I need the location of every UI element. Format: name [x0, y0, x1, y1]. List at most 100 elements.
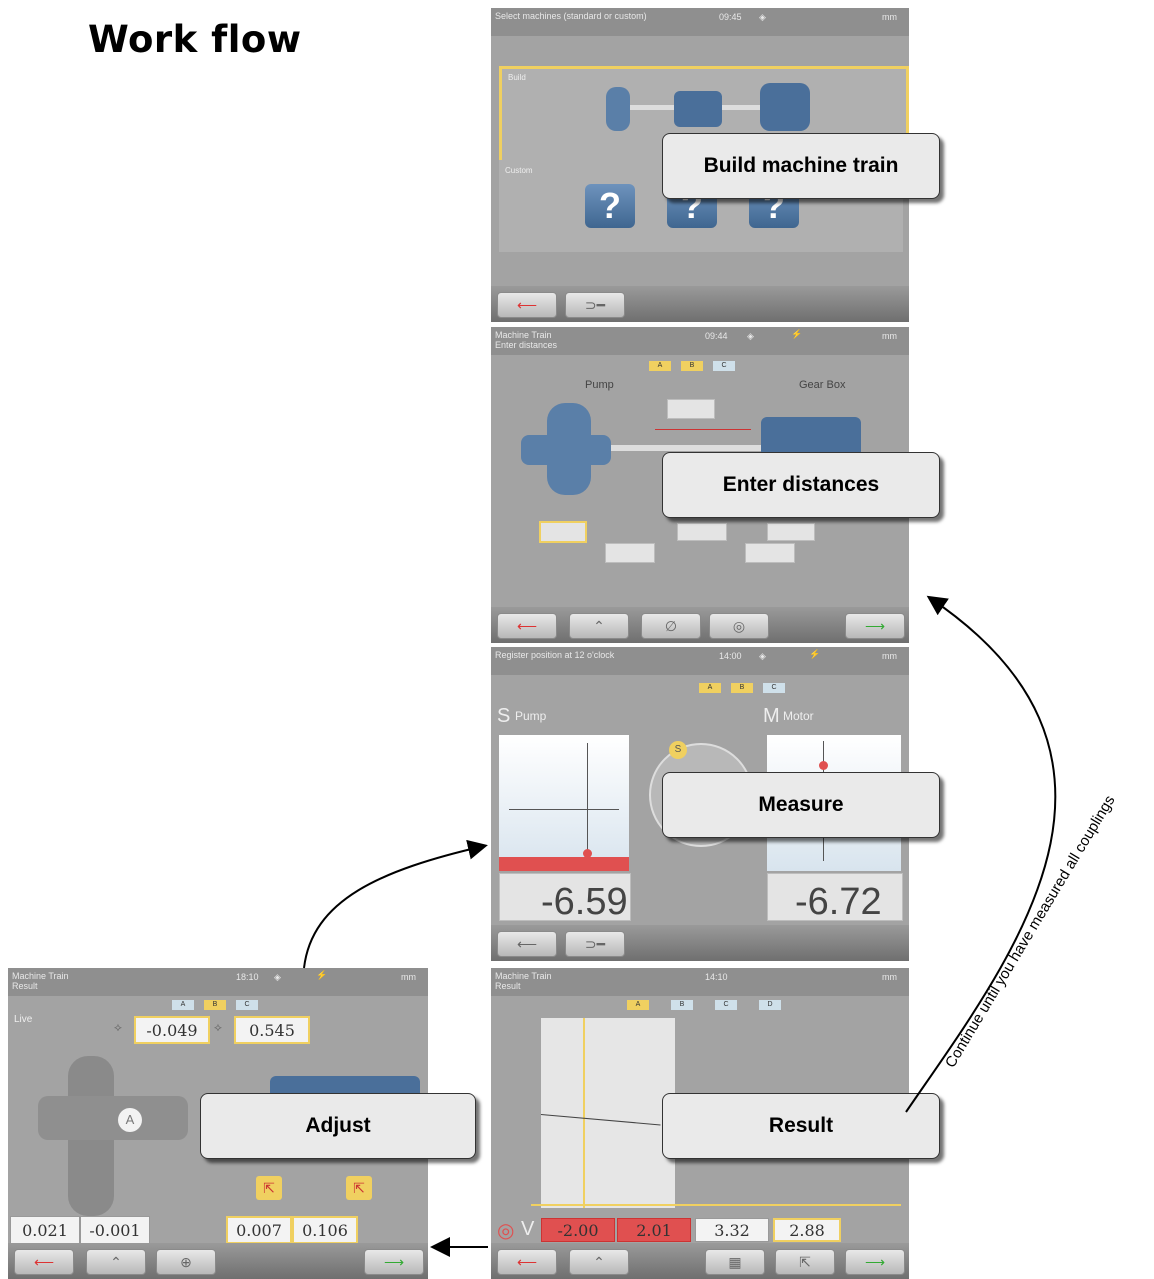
coupling-tag[interactable]: D [759, 1000, 781, 1010]
stationary-machine-label: Pump [515, 709, 547, 723]
axis-letter: V [521, 1218, 535, 1240]
callout-result: Result [662, 1093, 940, 1159]
adjust-value: -0.001 [80, 1216, 150, 1244]
sensor-marker: S [669, 741, 687, 759]
coupling-tag[interactable]: C [715, 1000, 737, 1010]
live-value: 0.545 [234, 1016, 310, 1044]
next-button[interactable]: ⟶ [845, 1249, 905, 1275]
bottom-toolbar: ⟵ ⊃━ [491, 286, 909, 322]
expand-menu-button[interactable]: ⌃ [86, 1249, 146, 1275]
table-button[interactable]: ▦ [705, 1249, 765, 1275]
clock: 14:10 [705, 972, 728, 982]
left-value-box [499, 873, 631, 921]
bottom-toolbar: ⟵ ⌃ ⊕ ⟶ [8, 1243, 428, 1279]
panel-label: Custom [505, 166, 533, 175]
live-label: Live [14, 1014, 33, 1025]
status-bar: Machine Train Enter distances 09:44 ◈ ⚡ … [491, 327, 909, 355]
bottom-toolbar: ⟵ ⊃━ [491, 925, 909, 961]
left-machine-label: Pump [585, 379, 614, 391]
battery-icon: ⚡ [809, 649, 821, 659]
coupling-tag[interactable]: C [236, 1000, 258, 1010]
wireless-icon: ◈ [759, 651, 766, 661]
bottom-toolbar: ⟵ ⌃ ▦ ⇱ ⟶ [491, 1243, 909, 1279]
back-button[interactable]: ⟵ [497, 1249, 557, 1275]
distance-field[interactable] [677, 523, 727, 541]
shim-icon[interactable]: ⇱ [256, 1176, 282, 1200]
next-button[interactable]: ⟶ [845, 613, 905, 639]
result-value: -2.00 [541, 1218, 615, 1242]
distance-field[interactable] [539, 521, 587, 543]
status-bar: Machine Train Result 14:10 mm [491, 968, 909, 996]
stationary-letter: S [497, 705, 511, 727]
distance-field[interactable] [605, 543, 655, 563]
motor-icon [760, 83, 810, 131]
coupling-button[interactable]: ⊃━ [565, 292, 625, 318]
wireless-icon: ◈ [747, 331, 754, 341]
angle-icon: ⟡ [114, 1020, 122, 1034]
expand-menu-button[interactable]: ⌃ [569, 1249, 629, 1275]
pump-flange [38, 1096, 188, 1140]
custom-machine-button[interactable]: ? [585, 184, 635, 228]
status-bar: Register position at 12 o'clock 14:00 ◈ … [491, 647, 909, 675]
callout-adjust: Adjust [200, 1093, 476, 1159]
unit-label: mm [882, 12, 897, 22]
clock: 18:10 [236, 972, 259, 982]
distance-field[interactable] [745, 543, 795, 563]
stationary-value: -6.59 [541, 881, 628, 923]
battery-icon: ⚡ [316, 970, 328, 980]
unit-label: mm [882, 651, 897, 661]
coupling-tag[interactable]: B [671, 1000, 693, 1010]
coupling-tag[interactable]: B [731, 683, 753, 693]
next-button[interactable]: ⟶ [364, 1249, 424, 1275]
back-button[interactable]: ⟵ [497, 613, 557, 639]
battery-icon: ⚡ [791, 329, 803, 339]
screen-adjust: Machine Train Result 18:10 ◈ ⚡ mm A B C … [8, 968, 428, 1279]
pump-flange [521, 435, 611, 465]
result-value: 3.32 [695, 1218, 769, 1242]
coupling-tag[interactable]: C [763, 683, 785, 693]
coupling-button[interactable]: ⊃━ [565, 931, 625, 957]
shim-icon[interactable]: ⇱ [346, 1176, 372, 1200]
back-button[interactable]: ⟵ [497, 292, 557, 318]
offset-icon: ⟡ [214, 1020, 222, 1034]
screen-header: Register position at 12 o'clock [495, 650, 615, 660]
gearbox-icon [674, 91, 722, 127]
clock: 09:45 [719, 12, 742, 22]
coupling-line [583, 1018, 585, 1208]
expand-menu-button[interactable]: ⌃ [569, 613, 629, 639]
shaft [611, 445, 761, 451]
shim-button[interactable]: ⇱ [775, 1249, 835, 1275]
result-graph-area [541, 1018, 675, 1208]
distance-line [655, 429, 751, 430]
back-button[interactable]: ⟵ [497, 931, 557, 957]
callout-measure: Measure [662, 772, 940, 838]
coupling-tag[interactable]: B [681, 361, 703, 371]
loop-arrow [905, 595, 1057, 1113]
clock: 09:44 [705, 331, 728, 341]
distance-field[interactable] [667, 399, 715, 419]
diameter-button[interactable]: ∅ [641, 613, 701, 639]
screen-subheader: Enter distances [495, 340, 558, 350]
distance-field[interactable] [767, 523, 815, 541]
callout-distances: Enter distances [662, 452, 940, 518]
back-button[interactable]: ⟵ [14, 1249, 74, 1275]
coupling-tag[interactable]: A [699, 683, 721, 693]
right-value-box [767, 873, 903, 921]
sensor-button[interactable]: ◎ [709, 613, 769, 639]
coupling-marker: A [118, 1108, 142, 1132]
coupling-tag[interactable]: B [204, 1000, 226, 1010]
screen-header: Machine Train [12, 971, 69, 981]
coupling-tag[interactable]: C [713, 361, 735, 371]
live-move-button[interactable]: ⊕ [156, 1249, 216, 1275]
screen-subheader: Result [495, 981, 521, 991]
coupling-tag[interactable]: A [649, 361, 671, 371]
bottom-toolbar: ⟵ ⌃ ∅ ◎ ⟶ [491, 607, 909, 643]
result-value: 2.88 [773, 1218, 841, 1242]
screen-header: Select machines (standard or custom) [495, 11, 647, 21]
panel-label: Build [508, 73, 526, 82]
screen-header: Machine Train [495, 971, 552, 981]
movable-value: -6.72 [795, 881, 882, 923]
coupling-tag[interactable]: A [172, 1000, 194, 1010]
coupling-tag[interactable]: A [627, 1000, 649, 1010]
pump-icon [606, 87, 630, 131]
